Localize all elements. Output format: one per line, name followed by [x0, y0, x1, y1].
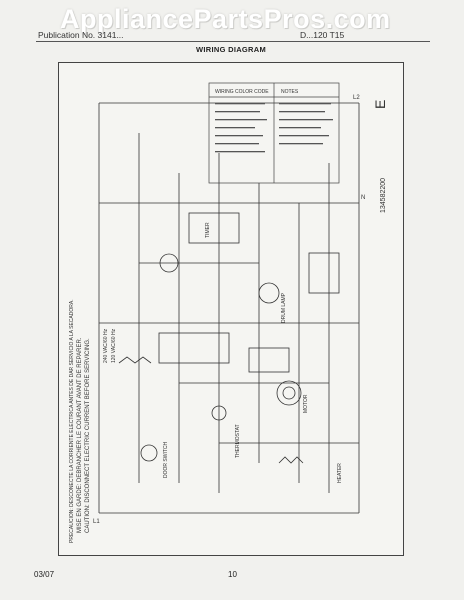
page-title: WIRING DIAGRAM: [196, 45, 267, 54]
line-l2-label: L2: [353, 95, 360, 101]
neutral-label: N: [361, 195, 365, 201]
footer-page-number: 10: [228, 570, 237, 579]
timer-label: TIMER: [205, 222, 211, 238]
heater-label: HEATER: [337, 463, 343, 483]
model-number: D...120 T15: [300, 30, 345, 40]
wiring-diagram-frame: CAUTION: DISCONNECT ELECTRIC CURRENT BEF…: [58, 62, 404, 556]
header-rule: [36, 41, 430, 42]
door-switch-label: DOOR SWITCH: [163, 442, 169, 478]
caution-french: MISE EN GARDE: DEBRANCHER LE COURANT AVA…: [77, 337, 83, 533]
caution-english: CAUTION: DISCONNECT ELECTRIC CURRENT BEF…: [85, 338, 91, 533]
watermark-text: AppliancePartsPros.com: [60, 4, 391, 34]
legend-title: WIRING COLOR CODE: [215, 89, 269, 95]
corner-mark: E: [372, 100, 388, 109]
voltage-120-label: 120 VAC/60 Hz: [111, 328, 117, 363]
line-l1-label: L1: [93, 519, 100, 525]
part-number: 134582200: [380, 178, 387, 213]
caution-spanish: PRECAUCION: DESCONECTE LA CORRIENTE ELEC…: [69, 299, 75, 543]
motor-label: MOTOR: [303, 394, 309, 413]
voltage-240-label: 240 VAC/60 Hz: [103, 328, 109, 363]
thermostat-label: THERMOSTAT: [235, 424, 241, 458]
drum-lamp-label: DRUM LAMP: [281, 292, 287, 323]
publication-number: Publication No. 3141...: [38, 30, 124, 40]
footer-date: 03/07: [34, 570, 55, 579]
wiring-diagram: CAUTION: DISCONNECT ELECTRIC CURRENT BEF…: [69, 82, 388, 543]
notes-title: NOTES: [281, 89, 299, 95]
